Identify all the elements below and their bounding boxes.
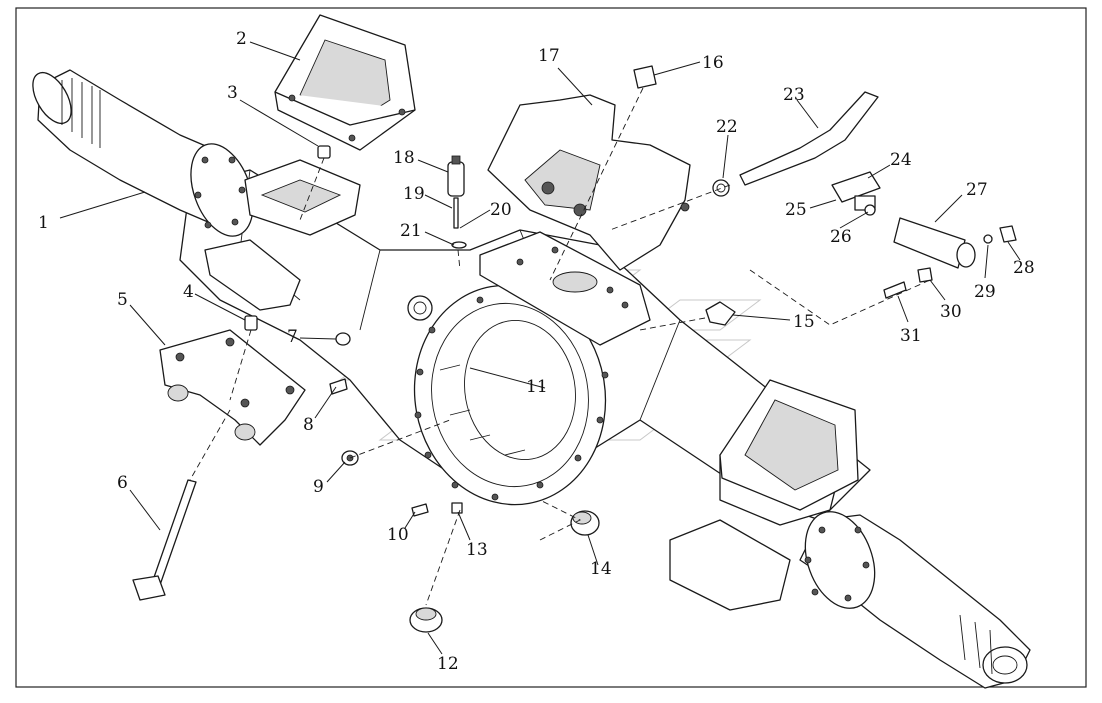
callout-29: 29 xyxy=(974,282,996,302)
callout-7: 7 xyxy=(287,327,298,347)
callout-1: 1 xyxy=(38,213,49,233)
callout-10: 10 xyxy=(387,525,409,545)
small-pins xyxy=(883,267,933,299)
callout-18: 18 xyxy=(393,148,415,168)
callout-28: 28 xyxy=(1013,258,1035,278)
callout-26: 26 xyxy=(830,227,852,247)
callout-17: 17 xyxy=(538,46,560,66)
callout-4: 4 xyxy=(183,282,194,302)
callout-6: 6 xyxy=(117,473,128,493)
left-spring-seat xyxy=(204,159,361,311)
callout-15: 15 xyxy=(793,312,815,332)
support-bracket xyxy=(487,94,691,271)
leader-lines xyxy=(59,41,1021,655)
assembly-lines xyxy=(189,87,931,606)
lever-rod xyxy=(712,91,879,197)
callout-31: 31 xyxy=(900,326,922,346)
callout-12: 12 xyxy=(437,654,459,674)
callout-14: 14 xyxy=(590,559,612,579)
callout-20: 20 xyxy=(490,200,512,220)
bump-stop-right xyxy=(719,379,859,511)
callout-30: 30 xyxy=(940,302,962,322)
u-bolt xyxy=(132,479,197,601)
callout-11: 11 xyxy=(526,377,548,397)
callout-9: 9 xyxy=(313,477,324,497)
callout-5: 5 xyxy=(117,290,128,310)
right-spindle xyxy=(799,511,1031,689)
callout-19: 19 xyxy=(403,184,425,204)
callout-24: 24 xyxy=(890,150,912,170)
callout-21: 21 xyxy=(400,221,422,241)
drawing-frame xyxy=(15,7,1087,688)
callout-2: 2 xyxy=(236,29,247,49)
callout-23: 23 xyxy=(783,85,805,105)
sensor-assembly xyxy=(447,155,467,249)
callout-8: 8 xyxy=(303,415,314,435)
callout-25: 25 xyxy=(785,200,807,220)
cap-16 xyxy=(633,65,657,89)
spring-plate xyxy=(159,329,306,446)
callout-labels: 1 2 3 4 5 6 7 8 9 10 11 12 13 14 15 16 1… xyxy=(38,29,1035,674)
callout-27: 27 xyxy=(966,180,988,200)
bump-stop-top xyxy=(274,14,416,151)
callout-16: 16 xyxy=(702,53,724,73)
left-spindle xyxy=(32,69,254,237)
callout-22: 22 xyxy=(716,117,738,137)
valve-linkage xyxy=(831,171,1017,269)
fasteners-plugs xyxy=(329,295,736,633)
callout-3: 3 xyxy=(227,83,238,103)
callout-13: 13 xyxy=(466,540,488,560)
